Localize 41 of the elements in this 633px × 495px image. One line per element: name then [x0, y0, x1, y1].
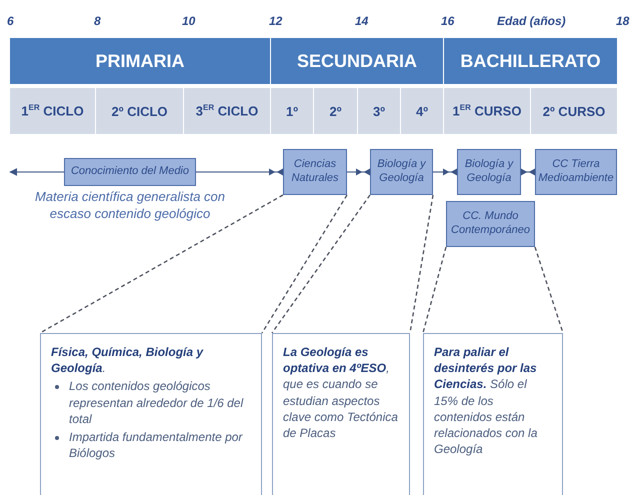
subject-box: Ciencias Naturales: [283, 149, 347, 195]
subject-box: Conocimiento del Medio: [64, 158, 196, 186]
grade-cell: 2º CURSO: [531, 88, 617, 134]
stage-band: PRIMARIA: [10, 38, 270, 84]
grade-cell: 1$^{ER}$ CICLO: [10, 88, 95, 134]
axis-label: 6: [7, 14, 14, 28]
dashed-connector: [261, 194, 348, 334]
callout-box: [272, 333, 410, 495]
dashed-connector: [271, 194, 371, 334]
stage-band: SECUNDARIA: [271, 38, 443, 84]
axis-label: 12: [269, 14, 282, 28]
grade-cell: 2º CICLO: [96, 88, 183, 134]
dashed-connector: [422, 246, 447, 334]
callout-box: [40, 333, 262, 495]
axis-label: 16: [441, 14, 454, 28]
callout-text: Para paliar el desinterés por las Ciencias. Sólo el 15% de los contenidos están relacionados con la Geología: [434, 344, 538, 458]
bullet-item: Los contenidos geológicos representan alrededor de 1/6 del total: [51, 378, 253, 427]
grade-cell: 1$^{ER}$ CURSO: [444, 88, 530, 134]
dashed-connector: [534, 246, 564, 334]
timeline-arrow: [9, 168, 64, 176]
dashed-connector: [40, 194, 284, 334]
axis-label: Edad (años): [497, 14, 566, 28]
callout-box: [423, 333, 563, 495]
note-text: Materia científica generalista con escaso contenido geológico: [34, 189, 226, 223]
callout-text: Física, Química, Biología y Geología.: [51, 344, 204, 376]
callout-text: La Geología es optativa en 4ºESO, que es cuando se estudian aspectos clave como Tectónica de Placas: [283, 344, 399, 442]
subject-box: Biología y Geología: [370, 149, 433, 195]
grade-cell: 1º: [271, 88, 313, 134]
axis-label: 18: [616, 14, 630, 28]
axis-label: 10: [182, 14, 196, 28]
axis-label: 8: [94, 14, 101, 28]
subject-box: CC Tierra Medioambiente: [535, 149, 617, 195]
grade-cell: 3$^{ER}$ CICLO: [184, 88, 270, 134]
subject-box: CC. Mundo Contemporáneo: [446, 201, 535, 247]
stage-band: BACHILLERATO: [444, 38, 617, 84]
subject-box: Biología y Geología: [457, 149, 521, 195]
axis-label: 14: [355, 14, 368, 28]
bullet-item: Impartida fundamentalmente por Biólogos: [51, 428, 253, 462]
grade-cell: 4º: [401, 88, 443, 134]
grade-cell: 2º: [314, 88, 357, 134]
grade-cell: 3º: [358, 88, 400, 134]
